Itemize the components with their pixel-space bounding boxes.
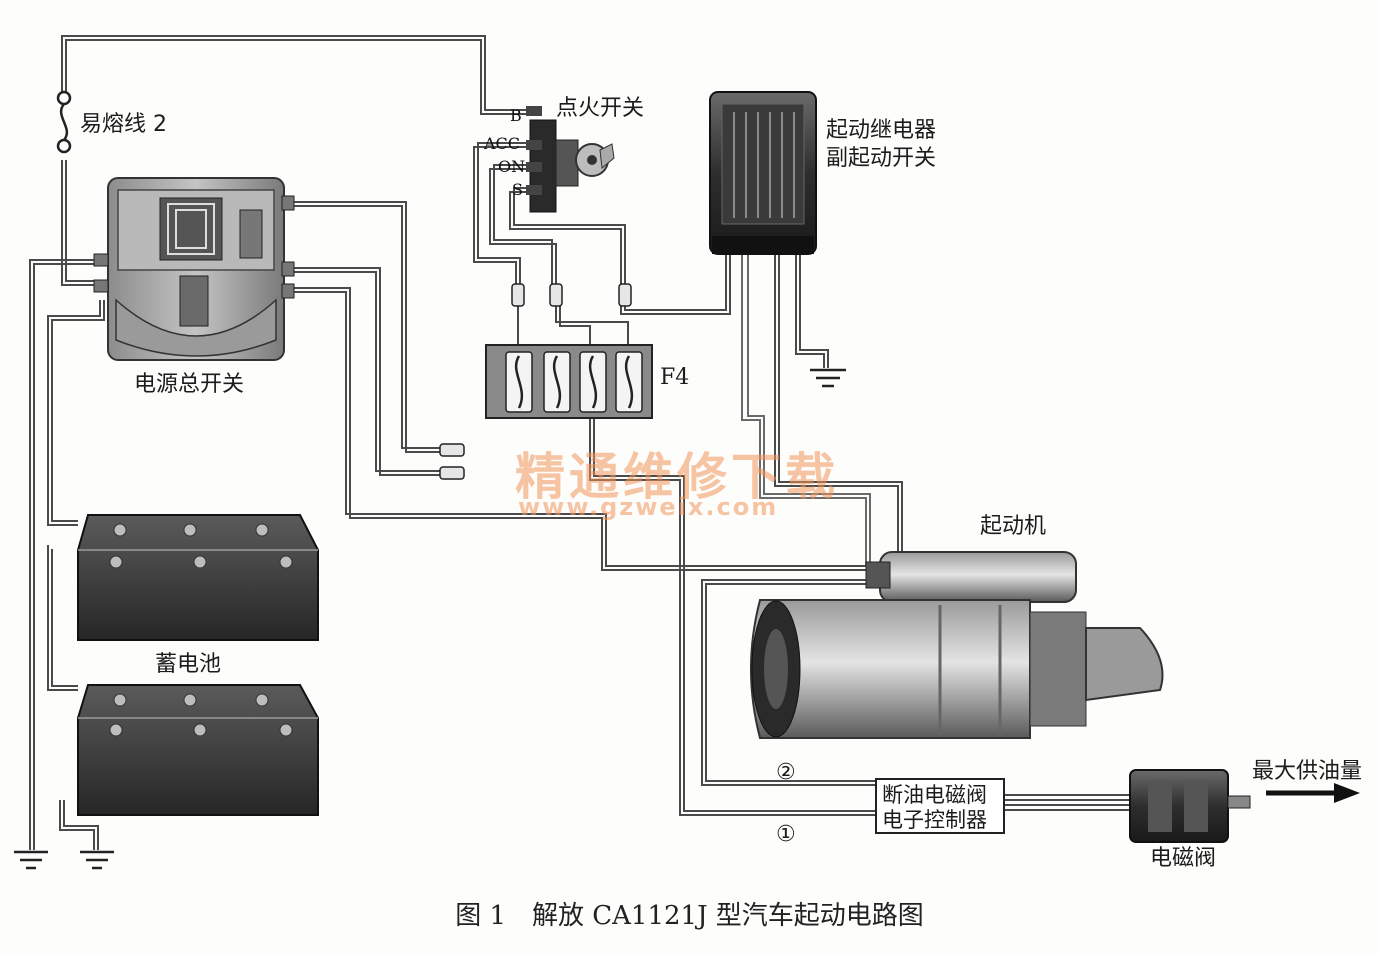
battery-label: 蓄电池 [155, 652, 222, 677]
starter-motor-label: 起动机 [980, 514, 1047, 539]
watermark-url: www.gzweix.com [518, 493, 779, 521]
ignition-switch-label: 点火开关 [556, 96, 645, 121]
controller-label-2: 电子控制器 [882, 808, 987, 832]
master-switch-label: 电源总开关 [134, 372, 245, 397]
starter-motor-icon [750, 551, 1164, 739]
start-relay-label-2: 副起动开关 [826, 146, 937, 171]
start-relay-label-1: 起动继电器 [826, 118, 937, 143]
ignition-terminal-b: B [510, 106, 522, 125]
wire-connectors [439, 283, 632, 480]
controller-label-1: 断油电磁阀 [882, 783, 987, 807]
battery-lower-icon [77, 684, 319, 816]
ignition-switch-icon [526, 106, 615, 213]
arrow-right-icon [1266, 783, 1360, 803]
solenoid-valve-label: 电磁阀 [1150, 846, 1217, 871]
ground-icon [14, 368, 846, 870]
solenoid-valve-icon [1129, 769, 1251, 843]
figure-number: 图 1 [455, 901, 506, 931]
figure-caption: 图 1 解放 CA1121J 型汽车起动电路图 [0, 895, 1379, 932]
master-switch-icon [93, 177, 295, 361]
figure-title: 解放 CA1121J 型汽车起动电路图 [532, 901, 924, 931]
circuit-marker-2: ② [776, 760, 796, 785]
max-fuel-label: 最大供油量 [1252, 759, 1363, 784]
controller-box [875, 778, 1005, 834]
fuse-box-icon [485, 344, 653, 419]
ignition-terminal-acc: ACC [484, 134, 521, 153]
ignition-terminal-on: ON [498, 157, 526, 176]
watermark-title: 精通维修下载 [515, 448, 839, 506]
battery-upper-icon [77, 514, 319, 641]
fuse-link-icon [56, 90, 72, 154]
fuse-box-label: F4 [660, 365, 690, 390]
start-relay-icon [709, 91, 817, 255]
fuse-link-label: 易熔线 2 [80, 112, 167, 137]
circuit-marker-1: ① [776, 822, 796, 847]
ignition-terminal-s: S [512, 180, 523, 199]
